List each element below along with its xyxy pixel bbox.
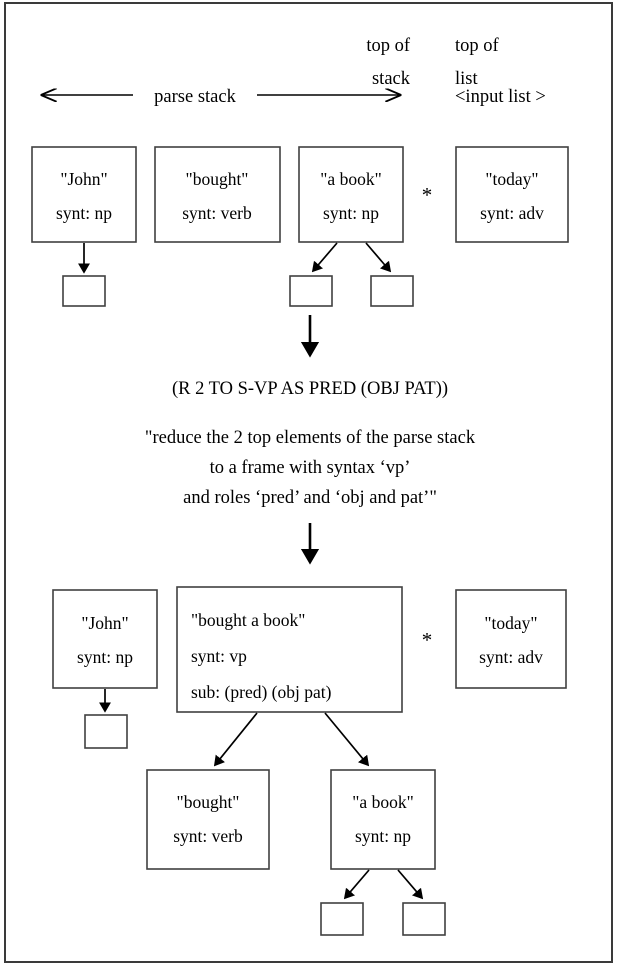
box-a-book-child-line1: "a book"	[352, 792, 413, 812]
box-john-child-empty	[62, 275, 106, 307]
page-border	[4, 2, 613, 963]
top-of-list-label-line2: list	[455, 69, 478, 89]
edge-a-book-to-child-1	[311, 242, 338, 273]
edge-vp-to-a-book	[324, 712, 370, 767]
input-list-label: <input list >	[455, 87, 546, 107]
box-bought-a-book: "bought a book" synt: vp sub: (pred) (ob…	[176, 586, 403, 713]
box-bought-a-book-line2: synt: vp	[191, 646, 247, 666]
edge-vp-to-bought	[213, 712, 258, 767]
box-today-after-line1: "today"	[484, 613, 537, 633]
edge-a-book-to-child-2	[365, 242, 392, 273]
box-john-after: "John" synt: np	[52, 589, 158, 689]
box-today-after: "today" synt: adv	[455, 589, 567, 689]
box-bought-line1: "bought"	[186, 169, 249, 189]
top-of-stack-label-line1: top of	[366, 36, 411, 56]
box-a-book-child-empty-2	[370, 275, 414, 307]
edge-a-book-child-to-leaf-2	[397, 869, 424, 900]
box-bought-line2: synt: verb	[182, 203, 252, 223]
box-today: "today" synt: adv	[455, 146, 569, 243]
box-bought-a-book-line1: "bought a book"	[191, 610, 305, 630]
rule-gloss-line1: "reduce the 2 top elements of the parse …	[145, 428, 476, 448]
box-today-after-line2: synt: adv	[479, 647, 543, 667]
box-john-line1: "John"	[60, 169, 107, 189]
box-john-after-line1: "John"	[81, 613, 128, 633]
rule-code: (R 2 TO S-VP AS PRED (OBJ PAT))	[172, 379, 448, 399]
box-bought-child: "bought" synt: verb	[146, 769, 270, 870]
box-john-after-line2: synt: np	[77, 647, 133, 667]
box-john-line2: synt: np	[56, 203, 112, 223]
box-john-after-child-empty	[84, 714, 128, 749]
separator-star-top: *	[422, 183, 433, 207]
box-a-book-child-line2: synt: np	[355, 826, 411, 846]
box-a-book-child-empty-1	[289, 275, 333, 307]
box-bought-child-line1: "bought"	[177, 792, 240, 812]
parse-stack-label: parse stack	[154, 87, 236, 107]
box-today-line2: synt: adv	[480, 203, 544, 223]
box-bought-child-line2: synt: verb	[173, 826, 243, 846]
box-a-book-child-leaf-empty-1	[320, 902, 364, 936]
box-bought-a-book-line3: sub: (pred) (obj pat)	[191, 682, 332, 702]
box-bought: "bought" synt: verb	[154, 146, 281, 243]
box-a-book-line1: "a book"	[320, 169, 381, 189]
separator-star-bottom: *	[422, 628, 433, 652]
edge-a-book-child-to-leaf-1	[343, 869, 370, 900]
box-a-book: "a book" synt: np	[298, 146, 404, 243]
box-today-line1: "today"	[485, 169, 538, 189]
box-a-book-child-leaf-empty-2	[402, 902, 446, 936]
rule-gloss-line2: to a frame with syntax ‘vp’	[210, 458, 411, 478]
box-a-book-line2: synt: np	[323, 203, 379, 223]
box-john: "John" synt: np	[31, 146, 137, 243]
top-of-list-label-line1: top of	[455, 36, 500, 56]
box-a-book-child: "a book" synt: np	[330, 769, 436, 870]
rule-gloss-line3: and roles ‘pred’ and ‘obj and pat’"	[183, 488, 437, 508]
top-of-stack-label-line2: stack	[372, 69, 411, 89]
